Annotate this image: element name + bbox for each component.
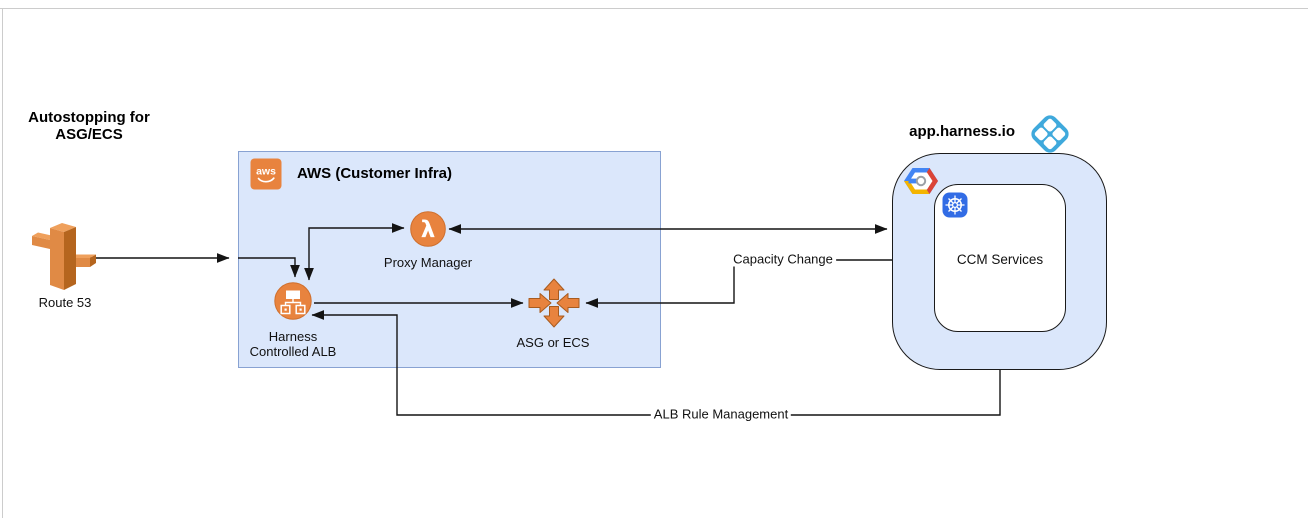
route53-label: Route 53	[38, 295, 92, 310]
autoscaling-icon	[528, 278, 580, 328]
canvas-edge-left	[2, 8, 3, 518]
alb-label: Harness Controlled ALB	[249, 329, 337, 359]
harness-logo-icon	[1031, 115, 1069, 153]
lambda-icon: λ	[410, 211, 446, 247]
gcp-icon	[904, 168, 938, 194]
asg-label: ASG or ECS	[516, 335, 590, 350]
svg-text:aws: aws	[256, 166, 276, 178]
kubernetes-icon	[942, 192, 968, 218]
canvas-edge-top	[0, 8, 1308, 9]
alb-rule-management-label: ALB Rule Management	[650, 406, 792, 422]
ccm-services-label: CCM Services	[956, 252, 1044, 267]
capacity-change-label: Capacity Change	[730, 251, 836, 267]
svg-text:λ: λ	[421, 217, 436, 243]
app-harness-title: app.harness.io	[909, 123, 1015, 140]
aws-box-title: AWS (Customer Infra)	[297, 165, 453, 182]
proxy-manager-label: Proxy Manager	[383, 255, 473, 270]
route53-icon	[32, 223, 96, 290]
aws-logo-icon: aws	[250, 158, 282, 190]
diagram-title: Autostopping for ASG/ECS	[28, 109, 150, 143]
alb-icon	[274, 282, 312, 320]
